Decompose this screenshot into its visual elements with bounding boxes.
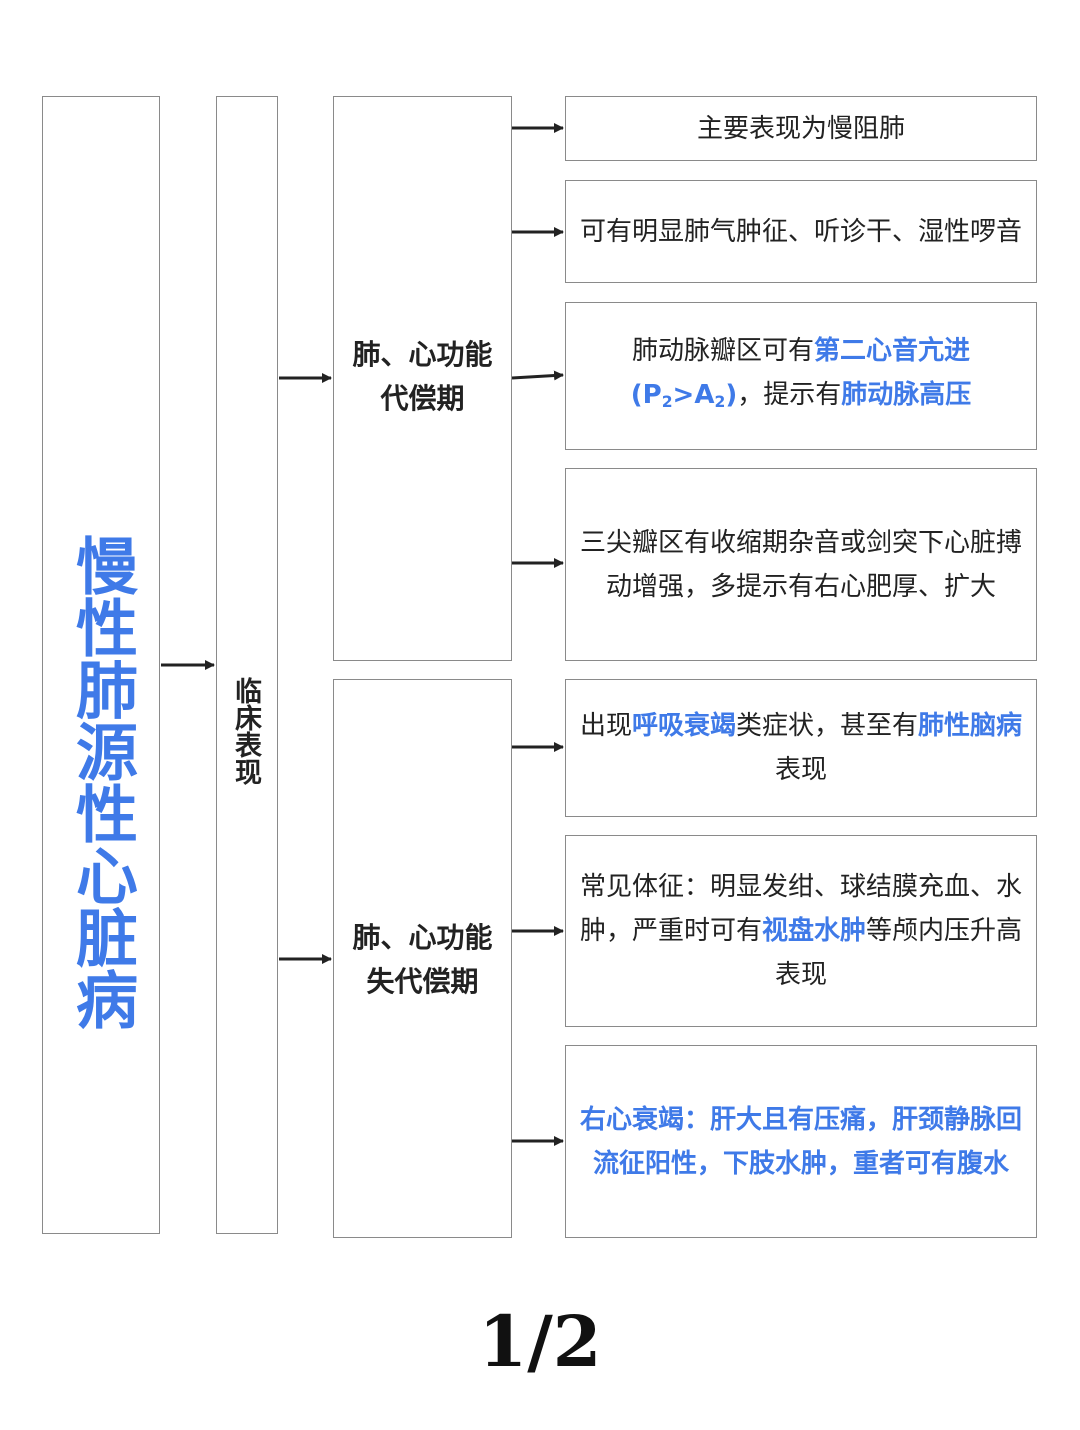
highlight-term: 呼吸衰竭	[631, 711, 736, 741]
category-label: 临床表现	[230, 677, 261, 785]
stage-compensated-box: 肺、心功能 代偿期	[333, 96, 512, 661]
text-segment: 类症状，甚至有	[736, 711, 919, 741]
stage-decompensated-label: 肺、心功能 失代偿期	[334, 916, 511, 1004]
stage-label-line: 肺、心功能	[352, 338, 493, 371]
subscript: 2	[714, 392, 726, 411]
text-segment: 出现	[579, 711, 632, 741]
subscript: 2	[661, 392, 673, 411]
text-segment: 肺动脉瓣区可有	[631, 335, 814, 366]
highlight-term: (P2>A2)	[630, 379, 738, 411]
text-segment: >A	[672, 379, 715, 410]
finding-text: 主要表现为慢阻肺	[696, 113, 905, 144]
category-box: 临床表现	[216, 96, 278, 1234]
text-segment: (P	[630, 379, 662, 410]
page-indicator: 1/2	[478, 1300, 602, 1383]
stage-compensated-label: 肺、心功能 代偿期	[334, 333, 511, 421]
stage-label-line: 肺、心功能	[352, 921, 493, 954]
finding-box-6: 常见体征：明显发绀、球结膜充血、水肿，严重时可有视盘水肿等颅内压升高表现	[565, 835, 1037, 1027]
finding-text: 肺动脉瓣区可有第二心音亢进(P2>A2)，提示有肺动脉高压	[574, 329, 1028, 424]
finding-box-2: 可有明显肺气肿征、听诊干、湿性啰音	[565, 180, 1037, 283]
text-segment: ，提示有	[737, 379, 842, 410]
stage-label-line: 失代偿期	[366, 965, 479, 998]
text-segment: 常见体征：明显发绀、球结膜充血、水肿，严重时可有	[579, 872, 1022, 946]
highlight-term: 肺动脉高压	[841, 379, 972, 410]
stage-label-line: 代偿期	[380, 382, 465, 415]
finding-text: 右心衰竭：肝大且有压痛，肝颈静脉回流征阳性，下肢水肿，重者可有腹水	[579, 1104, 1022, 1179]
finding-box-7: 右心衰竭：肝大且有压痛，肝颈静脉回流征阳性，下肢水肿，重者可有腹水	[565, 1045, 1037, 1238]
finding-box-3: 肺动脉瓣区可有第二心音亢进(P2>A2)，提示有肺动脉高压	[565, 302, 1037, 450]
highlight-term: 肺性脑病	[918, 711, 1023, 741]
finding-text: 常见体征：明显发绀、球结膜充血、水肿，严重时可有视盘水肿等颅内压升高表现	[574, 865, 1028, 997]
disease-title: 慢性肺源性心脏病	[65, 534, 138, 1030]
finding-box-4: 三尖瓣区有收缩期杂音或剑突下心脏搏动增强，多提示有右心肥厚、扩大	[565, 468, 1037, 661]
stage-decompensated-box: 肺、心功能 失代偿期	[333, 679, 512, 1238]
finding-text: 三尖瓣区有收缩期杂音或剑突下心脏搏动增强，多提示有右心肥厚、扩大	[579, 527, 1022, 602]
highlight-term: 视盘水肿	[761, 916, 866, 946]
text-segment: )	[725, 379, 738, 410]
highlight-term: 第二心音亢进	[814, 335, 971, 366]
finding-box-1: 主要表现为慢阻肺	[565, 96, 1037, 161]
text-segment: 等颅内压升高表现	[774, 916, 1023, 990]
finding-text: 出现呼吸衰竭类症状，甚至有肺性脑病表现	[574, 704, 1028, 792]
disease-title-box: 慢性肺源性心脏病	[42, 96, 160, 1234]
text-segment: 表现	[774, 755, 827, 785]
finding-text: 可有明显肺气肿征、听诊干、湿性啰音	[579, 216, 1022, 247]
arrow-to-finding-3	[511, 370, 564, 381]
finding-box-5: 出现呼吸衰竭类症状，甚至有肺性脑病表现	[565, 679, 1037, 817]
